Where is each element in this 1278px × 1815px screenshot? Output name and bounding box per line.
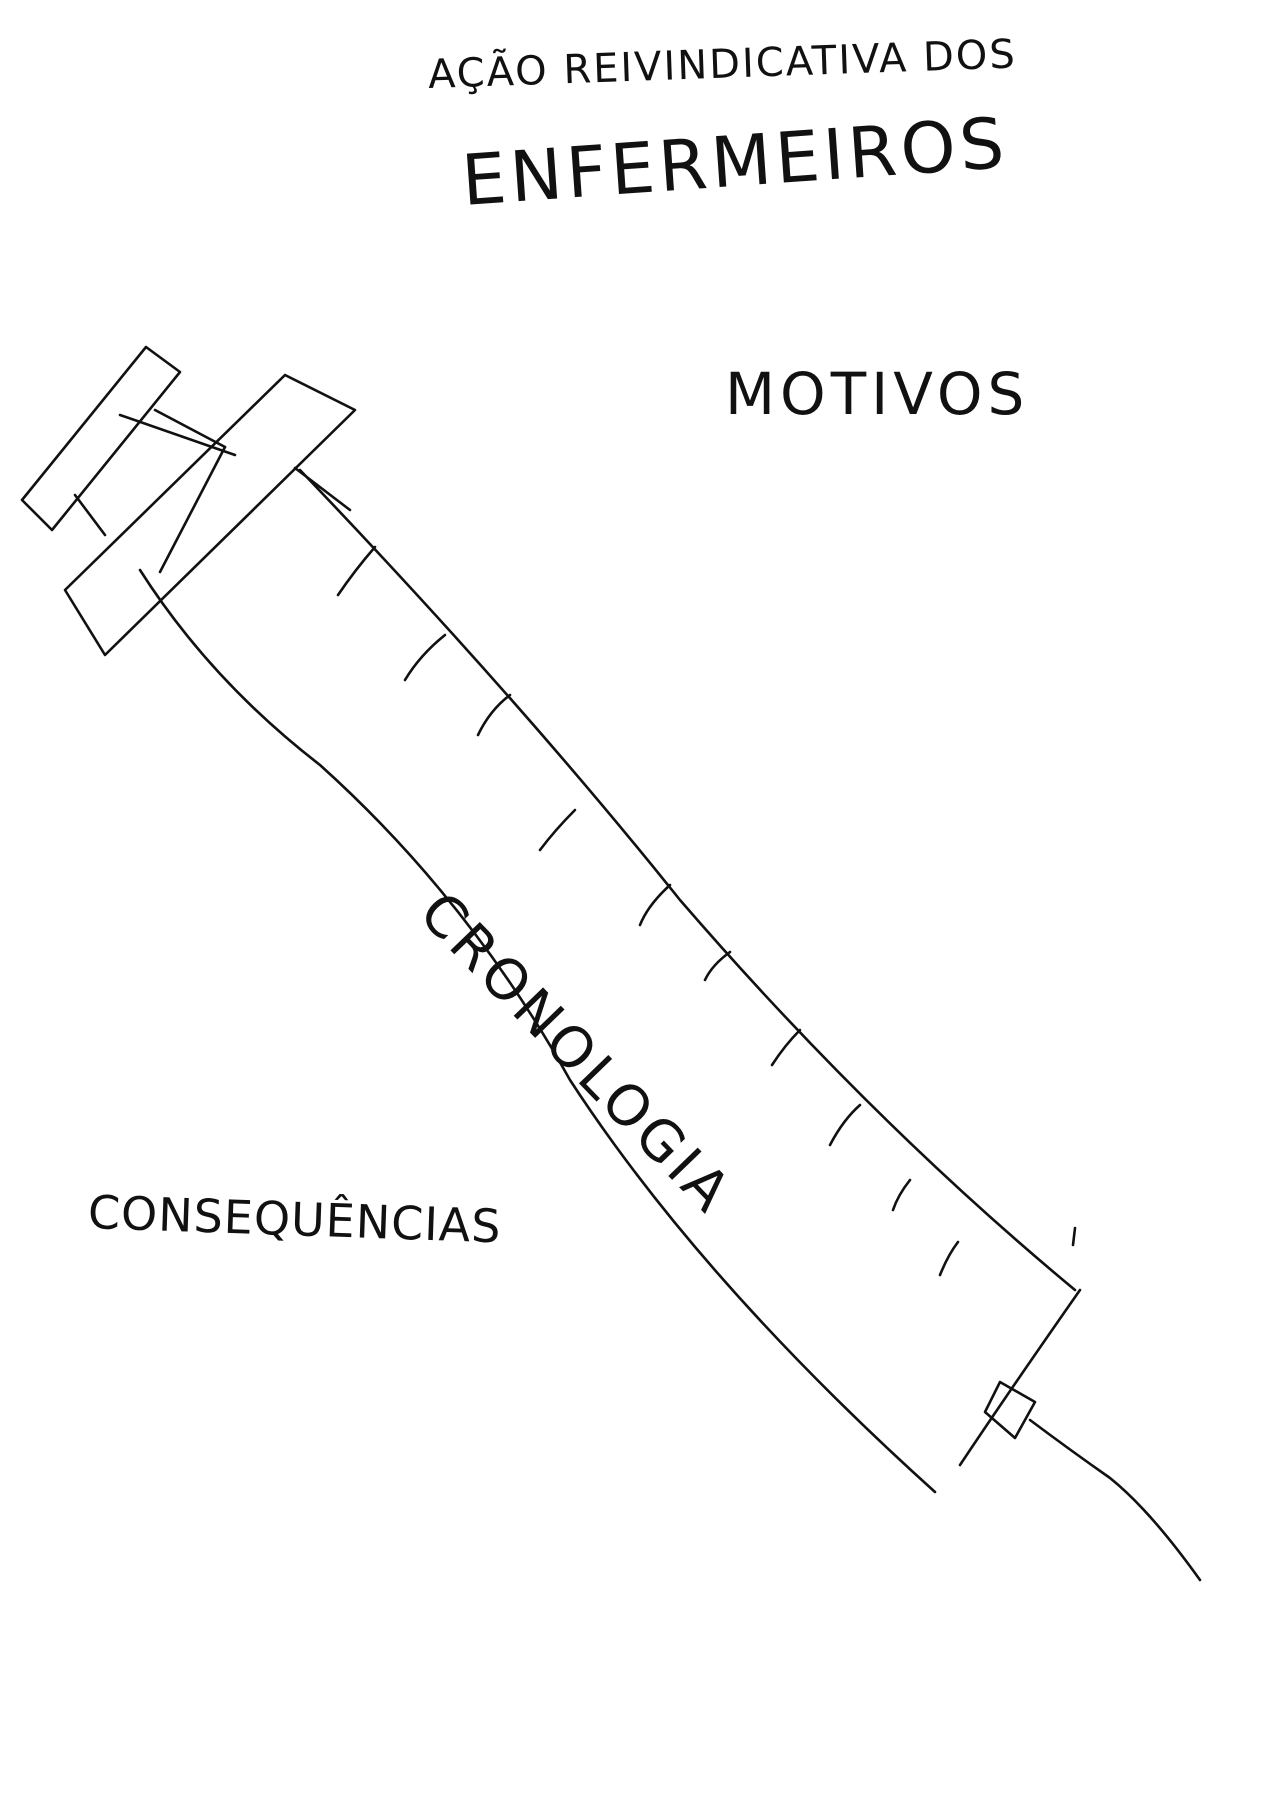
plunger-rod [120,415,235,572]
needle [1030,1420,1200,1580]
syringe-barrel [140,470,1080,1492]
finger-flange [65,375,355,655]
label-motivos: MOTIVOS [725,360,1029,428]
